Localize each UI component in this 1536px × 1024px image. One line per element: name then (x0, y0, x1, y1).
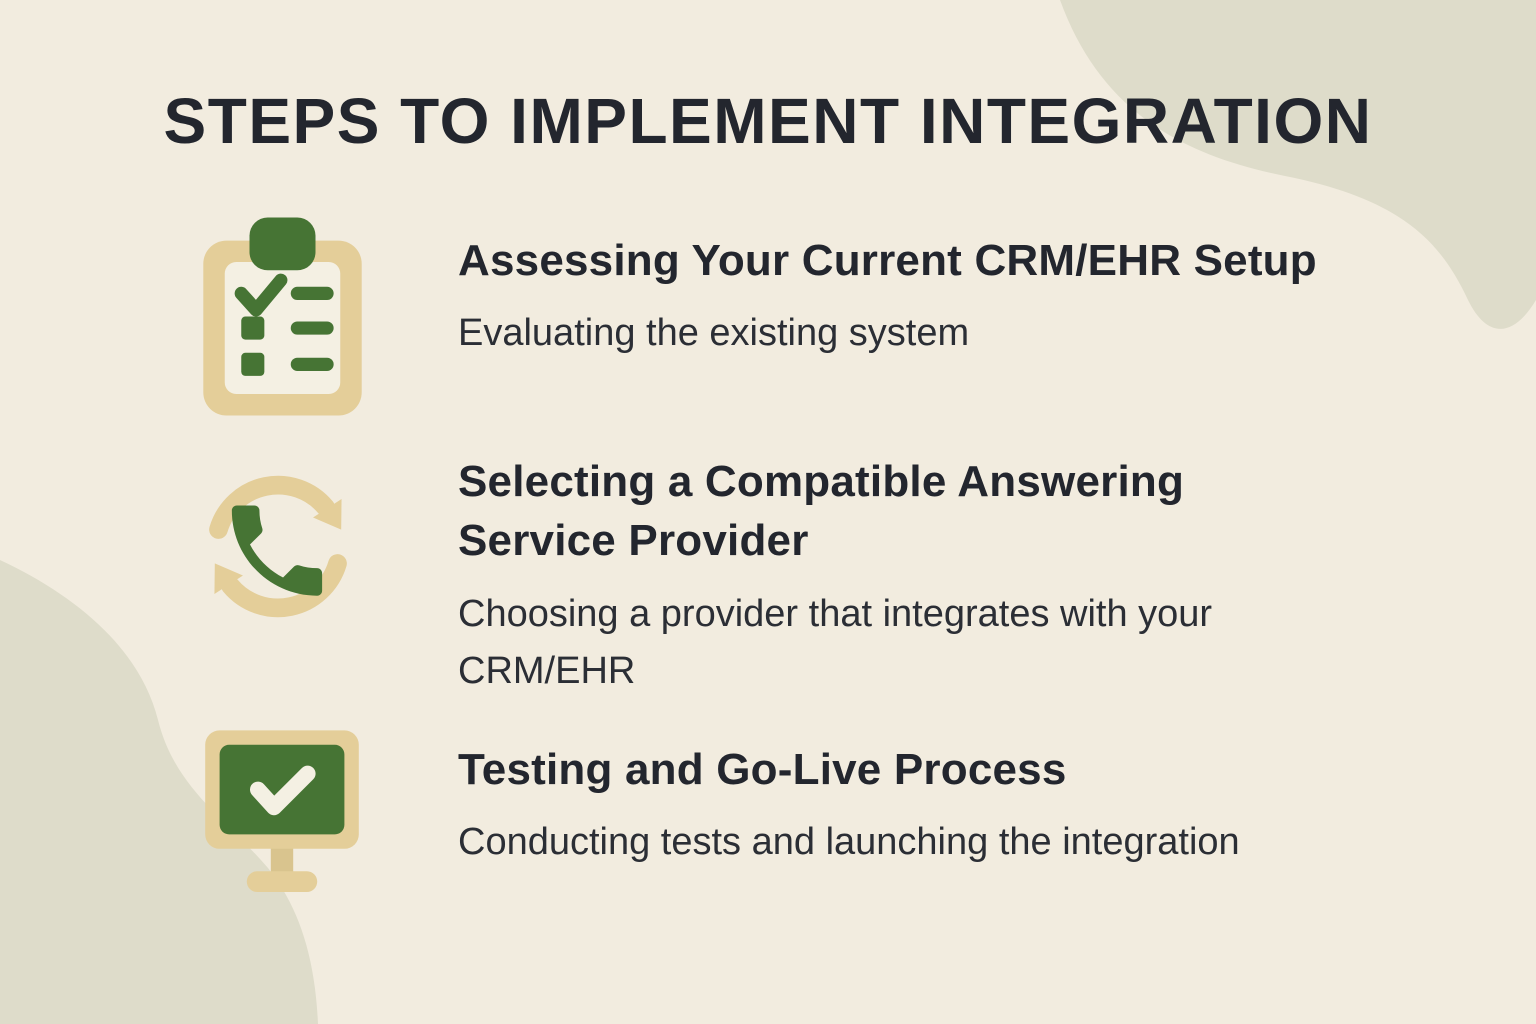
step-1-heading: Assessing Your Current CRM/EHR Setup (458, 236, 1317, 285)
step-1: Assessing Your Current CRM/EHR Setup Eva… (458, 231, 1468, 362)
background-blob-top-right (1060, 0, 1536, 329)
step-1-description: Evaluating the existing system (458, 312, 970, 355)
monitor-check-icon (202, 727, 362, 897)
step-2-description: Choosing a provider that integrates with… (458, 592, 1213, 692)
page-title: STEPS TO IMPLEMENT INTEGRATION (163, 85, 1373, 157)
checklist-clipboard-icon (200, 213, 365, 420)
step-3: Testing and Go-Live Process Conducting t… (458, 740, 1468, 871)
step-3-description: Conducting tests and launching the integ… (458, 821, 1240, 864)
background-blob-bottom-left (0, 560, 318, 1024)
phone-sync-icon (193, 453, 363, 640)
step-3-heading: Testing and Go-Live Process (458, 745, 1067, 794)
step-2: Selecting a Compatible Answering Service… (458, 452, 1338, 700)
step-2-heading: Selecting a Compatible Answering Service… (458, 457, 1185, 566)
